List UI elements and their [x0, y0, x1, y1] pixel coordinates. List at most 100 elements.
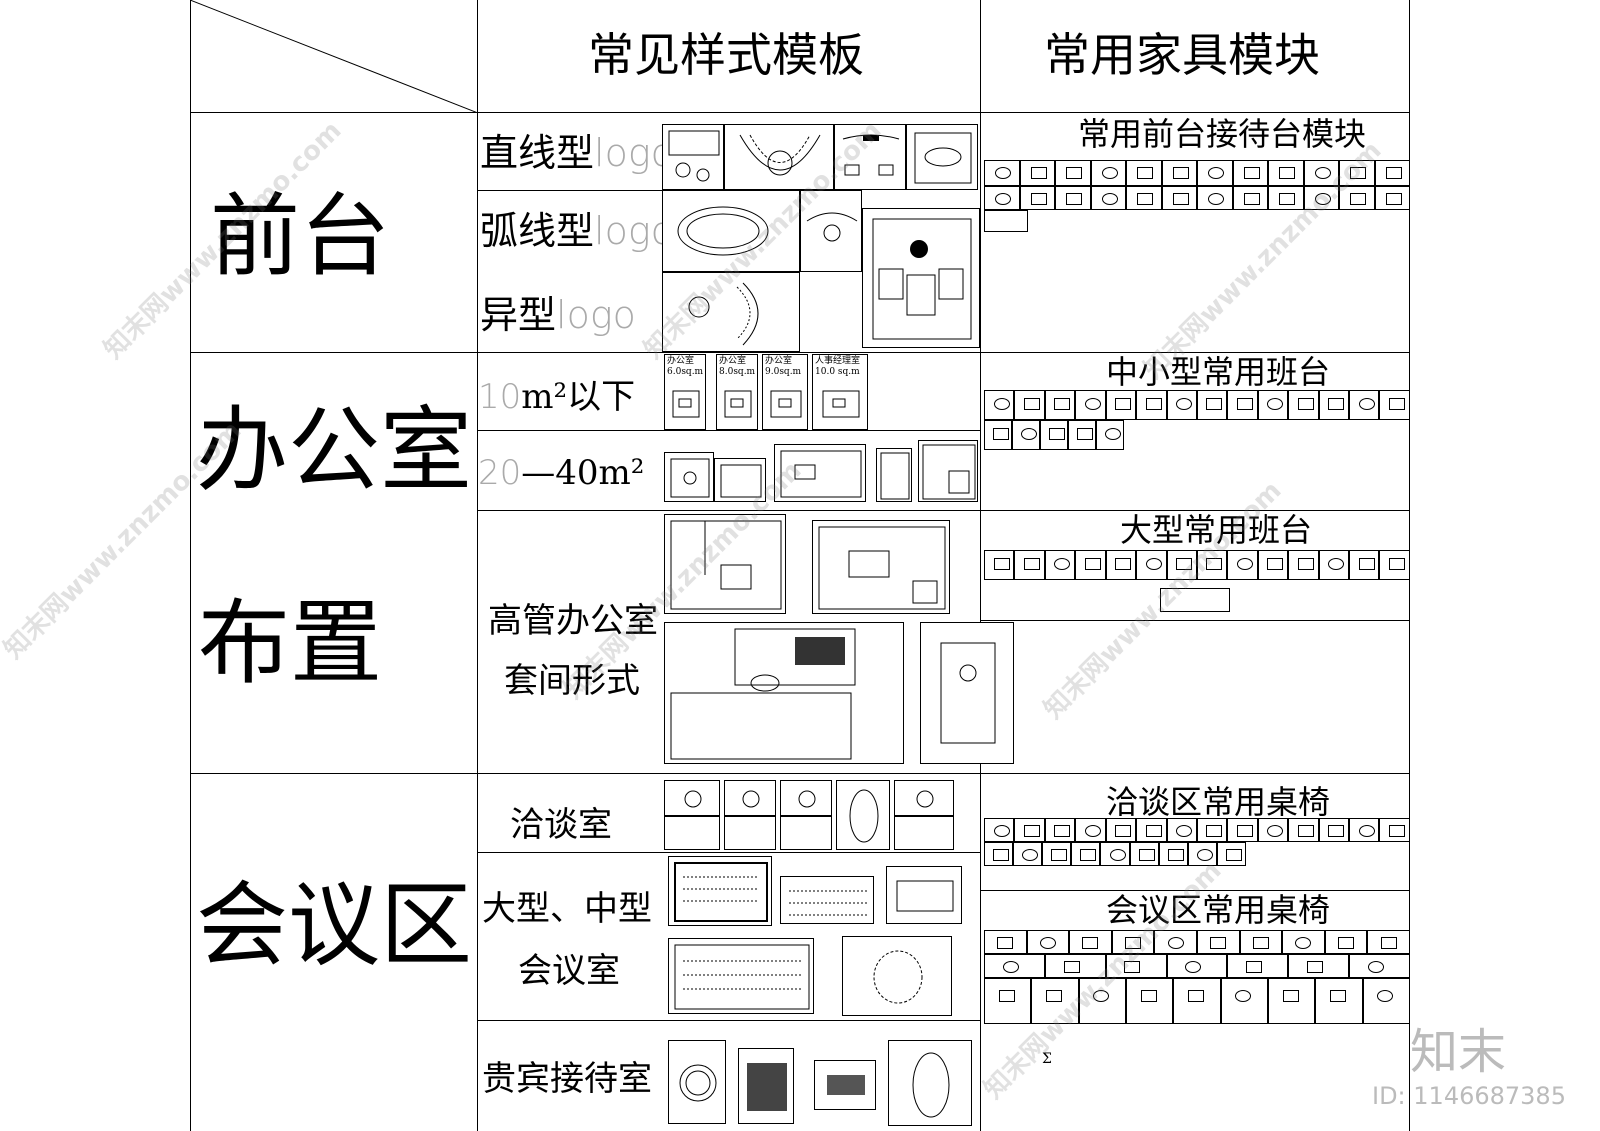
furniture-cell	[1318, 550, 1350, 580]
furniture-cell	[1288, 954, 1350, 978]
furniture-cell	[1239, 930, 1283, 954]
plan-thumb	[886, 866, 962, 924]
plan-thumb	[888, 1040, 972, 1126]
furniture-cell	[1090, 160, 1126, 186]
furniture-glyph	[1137, 167, 1154, 179]
furniture-glyph	[1176, 398, 1193, 410]
plan-thumb	[894, 780, 954, 816]
furniture-glyph	[1167, 848, 1184, 861]
furniture-cell	[1362, 978, 1410, 1024]
furniture-cell	[1349, 550, 1380, 580]
plan-thumb	[894, 816, 954, 850]
furniture-glyph	[1297, 824, 1314, 837]
plan-thumb	[724, 816, 776, 850]
furniture-glyph	[1048, 428, 1065, 440]
furniture-glyph	[993, 398, 1010, 410]
furniture-glyph	[1066, 167, 1083, 179]
row-office-2: 布置	[198, 590, 383, 697]
furniture-cell	[1111, 930, 1155, 954]
furniture-glyph	[1297, 398, 1314, 410]
furniture-glyph	[1235, 990, 1252, 1002]
furniture-glyph	[1385, 167, 1402, 179]
furniture-cell	[1196, 390, 1228, 420]
furniture-glyph	[1023, 558, 1040, 570]
furniture-cell	[1379, 390, 1410, 420]
furniture-cell	[1031, 978, 1079, 1024]
furniture-glyph	[1124, 936, 1141, 949]
plan-thumb	[906, 124, 978, 190]
furniture-glyph	[1054, 398, 1071, 410]
furniture-glyph	[997, 936, 1014, 949]
divider-v1	[477, 0, 478, 1131]
furniture-glyph	[995, 167, 1012, 179]
furniture-cell	[1232, 160, 1268, 186]
furniture-glyph	[1145, 558, 1162, 570]
furniture-glyph	[995, 192, 1012, 205]
sub-exec-2: 套间形式	[504, 661, 640, 701]
sub-special: 异型logo	[480, 293, 636, 337]
sigma-mark: Σ	[1042, 1051, 1052, 1067]
furniture-glyph	[1145, 398, 1162, 410]
divider-h-office	[190, 773, 1410, 774]
plan-thumb	[714, 458, 766, 502]
furniture-glyph	[1267, 558, 1284, 570]
furniture-glyph	[1101, 167, 1118, 179]
divider-v2	[980, 0, 981, 1131]
plan-thumb	[780, 876, 874, 924]
meeting-strip	[984, 978, 1410, 1024]
row-meeting: 会议区	[196, 872, 473, 979]
furniture-cell	[1349, 390, 1380, 420]
furniture-cell	[1126, 186, 1162, 210]
furniture-glyph	[1350, 167, 1367, 179]
furniture-glyph	[1115, 824, 1132, 837]
furniture-cell	[1349, 818, 1380, 842]
furniture-title-meeting: 会议区常用桌椅	[1106, 891, 1331, 929]
furniture-glyph	[1385, 192, 1402, 205]
plan-thumb	[800, 190, 862, 272]
furniture-glyph	[1023, 824, 1040, 837]
furniture-cell	[1136, 550, 1167, 580]
furniture-cell	[1216, 842, 1246, 866]
divider-office-b	[477, 510, 980, 511]
plan-thumb	[780, 780, 832, 816]
furniture-cell	[1288, 550, 1319, 580]
header-diagonal	[190, 0, 478, 113]
sub-negotiation: 洽谈室	[510, 805, 612, 845]
watermark-id: ID: 1146687385	[1372, 1082, 1566, 1110]
furniture-glyph	[1367, 960, 1384, 973]
furniture-cell	[1071, 842, 1101, 866]
furniture-cell	[1154, 930, 1197, 954]
furniture-glyph	[1328, 824, 1345, 837]
logo-placeholder: logo	[556, 293, 636, 337]
divider-meet-a	[477, 852, 980, 853]
plan-thumb	[780, 816, 832, 850]
furniture-glyph	[993, 848, 1010, 861]
plan-thumb	[876, 448, 912, 502]
furniture-cell	[1129, 842, 1159, 866]
large-desk-strip	[984, 550, 1410, 580]
furniture-glyph	[1030, 192, 1047, 205]
furniture-glyph	[1328, 558, 1345, 570]
sub-exec-1: 高管办公室	[488, 601, 658, 641]
furniture-cell	[1126, 160, 1162, 186]
furniture-cell	[1105, 390, 1137, 420]
furniture-cell	[1161, 160, 1197, 186]
furniture-title-large-desk: 大型常用班台	[1120, 511, 1313, 549]
furniture-cell	[1166, 954, 1228, 978]
furniture-glyph	[1279, 167, 1296, 179]
header-templates: 常见样式模板	[588, 28, 864, 82]
furniture-glyph	[992, 428, 1009, 440]
reception-desk-strip	[984, 186, 1410, 210]
furniture-glyph	[1023, 398, 1040, 410]
furniture-glyph	[1377, 990, 1394, 1002]
divider-small-desk	[980, 510, 1410, 511]
furniture-cell	[1044, 550, 1076, 580]
furniture-cell	[1075, 390, 1106, 420]
furniture-cell	[984, 390, 1015, 420]
furniture-cell	[1014, 390, 1045, 420]
furniture-glyph	[1358, 824, 1375, 837]
furniture-glyph	[1080, 848, 1097, 861]
furniture-cell	[1197, 186, 1233, 210]
furniture-cell	[1096, 420, 1124, 450]
plan-thumb	[662, 190, 800, 272]
